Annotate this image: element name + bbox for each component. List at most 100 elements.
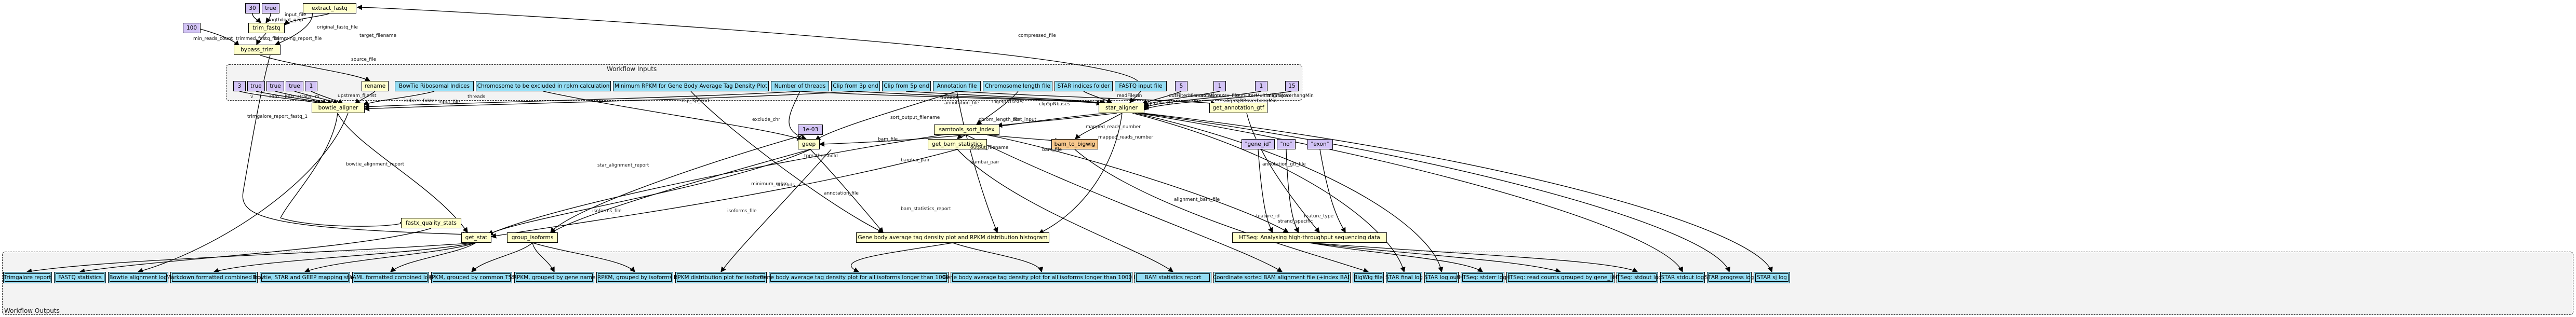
- edge-16: [364, 91, 800, 109]
- step-gene-body-histogram[interactable]: Gene body average tag density plot and R…: [856, 232, 1049, 243]
- edge-63: [851, 242, 953, 272]
- output-14[interactable]: BigWig file: [1353, 272, 1384, 283]
- output-8[interactable]: RPKM, grouped by isoforms: [596, 272, 673, 283]
- input-annotation-file[interactable]: Annotation file: [933, 81, 981, 91]
- step-group-isoforms[interactable]: group_isoforms: [507, 232, 558, 243]
- output-18[interactable]: HTSeq: read counts grouped by gene_id: [1506, 272, 1615, 283]
- input-chromosome-excluded[interactable]: Chromosome to be excluded in rpkm calcul…: [476, 81, 611, 91]
- workflow-outputs-cluster: [2, 252, 2573, 315]
- edge-0: [252, 13, 261, 23]
- step-geep[interactable]: geep: [798, 139, 820, 149]
- input-bowtie-ribosomal-indices[interactable]: BowTie Ribosomal Indices: [395, 81, 474, 91]
- edge-11: [275, 91, 333, 105]
- param-no[interactable]: "no": [1277, 139, 1296, 149]
- param-1e03[interactable]: 1e-03: [798, 125, 823, 135]
- edge-25: [1143, 91, 1262, 108]
- edge-58: [390, 242, 476, 272]
- edge-73: [1137, 113, 1683, 273]
- output-3[interactable]: Markdown formatted combined log: [166, 272, 262, 283]
- param-true-a[interactable]: true: [247, 81, 265, 91]
- edge-61: [532, 242, 635, 272]
- step-bam-to-bigwig[interactable]: bam_to_bigwig: [1051, 139, 1098, 149]
- edge-71: [1309, 242, 1561, 273]
- edge-62: [720, 149, 832, 273]
- edge-34: [690, 91, 884, 233]
- step-htseq[interactable]: HTSeq: Analysing high-throughput sequenc…: [1232, 232, 1387, 243]
- output-15[interactable]: STAR final log: [1385, 272, 1423, 283]
- step-get-stat[interactable]: get_stat: [461, 232, 491, 243]
- step-trim-fastq[interactable]: trim_fastq: [248, 23, 285, 33]
- step-get-bam-statistics[interactable]: get_bam_statistics: [928, 139, 987, 149]
- step-get-annotation-gtf[interactable]: get_annotation_gtf: [1209, 103, 1267, 113]
- edge-14: [355, 91, 376, 104]
- edge-52: [550, 129, 823, 233]
- param-true-b[interactable]: true: [266, 81, 284, 91]
- input-star-indices[interactable]: STAR indices folder: [1055, 81, 1113, 91]
- output-1[interactable]: FASTQ statistics: [54, 272, 106, 283]
- output-16[interactable]: STAR log out: [1424, 272, 1459, 283]
- input-number-of-threads[interactable]: Number of threads: [771, 81, 829, 91]
- param-5[interactable]: 5: [1175, 81, 1187, 91]
- input-clip-3p[interactable]: Clip from 3p end: [831, 81, 880, 91]
- input-minimum-rpkm[interactable]: Minimum RPKM for Gene Body Average Tag D…: [613, 81, 769, 91]
- output-4[interactable]: Bowtie, STAR and GEEP mapping stats: [252, 272, 357, 283]
- step-bowtie-aligner[interactable]: bowtie_aligner: [312, 103, 365, 113]
- output-13[interactable]: Coordinate sorted BAM alignment file (+i…: [1213, 272, 1351, 283]
- param-3[interactable]: 3: [233, 81, 246, 91]
- workflow-outputs-title: Workflow Outputs: [4, 307, 60, 314]
- edge-39: [957, 133, 967, 140]
- step-star-aligner[interactable]: star_aligner: [1099, 103, 1144, 113]
- param-true-c[interactable]: true: [286, 81, 303, 91]
- output-21[interactable]: STAR progress log: [1705, 272, 1754, 283]
- param-1-bowtie[interactable]: 1: [305, 81, 317, 91]
- input-chromosome-length[interactable]: Chromosome length file: [983, 81, 1052, 91]
- param-exon[interactable]: "exon": [1307, 139, 1333, 149]
- step-bypass-trim[interactable]: bypass_trim: [234, 45, 281, 55]
- step-fastx-quality-stats[interactable]: fastx_quality_stats: [401, 218, 461, 228]
- edge-22: [1083, 91, 1113, 103]
- edge-66: [966, 134, 1283, 272]
- param-100[interactable]: 100: [183, 23, 201, 33]
- output-7[interactable]: RPKM, grouped by gene name: [513, 272, 595, 283]
- step-rename[interactable]: rename: [362, 81, 389, 91]
- edge-30: [487, 113, 1107, 236]
- output-10[interactable]: Gene body average tag density plot for a…: [759, 272, 958, 283]
- param-15[interactable]: 15: [1285, 81, 1299, 91]
- param-gene-id[interactable]: "gene_id": [1242, 139, 1275, 149]
- param-true-trim[interactable]: true: [262, 3, 279, 13]
- output-19[interactable]: HTSeq: stdout log: [1613, 272, 1662, 283]
- input-fastq-file[interactable]: FASTQ input file: [1115, 81, 1167, 91]
- param-1-b[interactable]: 1: [1255, 81, 1267, 91]
- output-20[interactable]: STAR stdout log: [1660, 272, 1705, 283]
- edge-37: [956, 91, 998, 233]
- edge-53: [26, 242, 476, 274]
- edge-45: [1258, 149, 1273, 233]
- edge-72: [1309, 242, 1638, 272]
- edge-36: [815, 91, 957, 141]
- step-samtools-sort-index[interactable]: samtools_sort_index: [934, 125, 999, 135]
- edge-56: [213, 242, 476, 273]
- output-12[interactable]: BAM statistics report: [1134, 272, 1211, 283]
- input-clip-5p[interactable]: Clip from 5p end: [882, 81, 931, 91]
- edge-19: [799, 91, 1102, 106]
- workflow-inputs-title: Workflow Inputs: [607, 65, 657, 73]
- edge-15: [363, 91, 435, 106]
- edge-33: [543, 91, 803, 141]
- output-22[interactable]: STAR sj log: [1754, 272, 1790, 283]
- output-0[interactable]: Trimgalore report: [3, 272, 52, 283]
- edge-57: [304, 242, 476, 273]
- output-17[interactable]: HTSeq: stderr log: [1459, 272, 1506, 283]
- edge-6: [200, 29, 239, 46]
- edge-47: [1319, 149, 1346, 233]
- param-1-a[interactable]: 1: [1213, 81, 1226, 91]
- output-6[interactable]: RPKM, grouped by common TSS: [428, 272, 515, 283]
- output-11[interactable]: Gene body average tag density plot for a…: [942, 272, 1141, 283]
- param-30[interactable]: 30: [245, 3, 260, 13]
- output-5[interactable]: YAML formatted combined log: [350, 272, 432, 283]
- edge-70: [1309, 242, 1484, 272]
- edge-55: [137, 113, 349, 273]
- output-2[interactable]: Bowtie alignment log: [108, 272, 168, 283]
- output-9[interactable]: RPKM distribution plot for isoforms: [674, 272, 768, 283]
- step-extract-fastq[interactable]: extract_fastq: [303, 3, 356, 13]
